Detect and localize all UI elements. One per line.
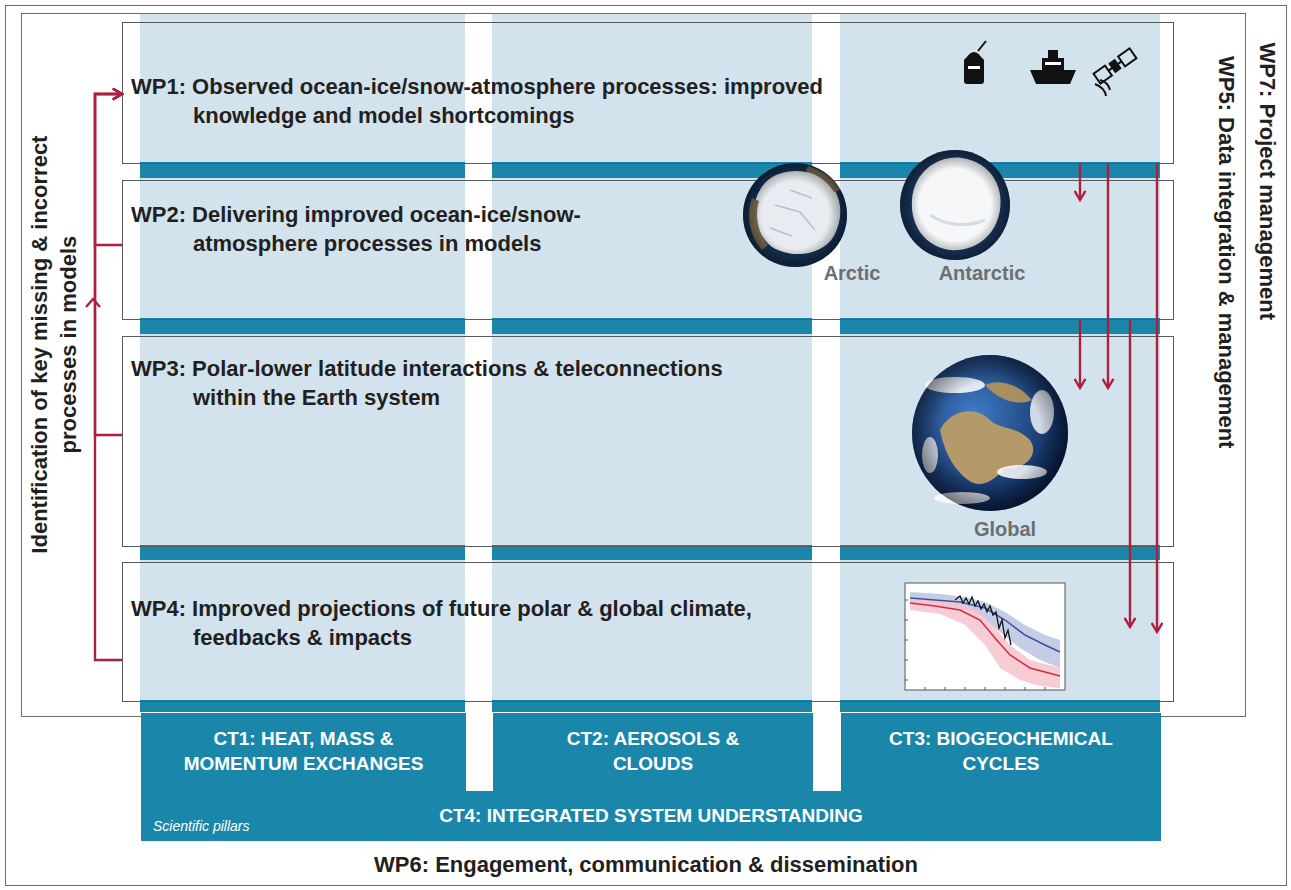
loop-label: Identification of key missing & incorrec… <box>26 105 83 585</box>
arctic-globe <box>743 163 847 267</box>
buoy-icon <box>966 52 982 58</box>
projection-chart <box>905 600 1045 690</box>
pillar-strip <box>840 545 1160 560</box>
pillar-band: CT4: INTEGRATED SYSTEM UNDERSTANDING Scie… <box>141 713 1161 841</box>
antarctic-globe <box>900 150 1010 260</box>
work-package-title: WP1: Observed ocean-ice/snow-atmosphere … <box>131 73 911 130</box>
pillar-title: CT3: BIOGEOCHEMICAL CYCLES <box>868 727 1134 776</box>
feedback-arrow <box>1079 320 1081 388</box>
region-label: Global <box>974 518 1036 541</box>
work-package-title: WP3: Polar-lower latitude interactions &… <box>131 355 761 412</box>
loop-arrowhead <box>86 299 100 307</box>
feedback-arrow <box>1156 164 1158 632</box>
satellite-icon <box>1118 48 1136 66</box>
feedback-arrow <box>1107 164 1109 388</box>
projection-chart <box>905 583 1065 690</box>
work-package-footer: WP6: Engagement, communication & dissemi… <box>374 852 918 877</box>
frame-title: WP7: Project management <box>1254 42 1280 320</box>
ship-icon <box>1045 62 1061 65</box>
earth-globe <box>912 355 1068 511</box>
projection-chart <box>910 598 1060 688</box>
pillar-box: CT2: AEROSOLS & CLOUDS <box>493 713 813 791</box>
region-label: Arctic <box>824 262 881 285</box>
pillar-title: CT2: AEROSOLS & CLOUDS <box>547 727 759 776</box>
work-package-frame: WP7: Project management WP5: Data integra… <box>5 5 1287 886</box>
ship-icon <box>1030 50 1076 84</box>
pillar-box: CT3: BIOGEOCHEMICAL CYCLES <box>841 713 1161 791</box>
work-package-box: WP2: Delivering improved ocean-ice/snow-… <box>122 180 1174 320</box>
pillar-box: CT1: HEAT, MASS & MOMENTUM EXCHANGES <box>141 713 466 791</box>
frame-title: WP5: Data integration & management <box>1213 56 1239 448</box>
pillar-strip <box>840 318 1160 334</box>
satellite-icon <box>1094 48 1137 83</box>
pillar-gap <box>813 713 841 791</box>
pillar-strip <box>140 545 465 560</box>
pillar-caption: Scientific pillars <box>153 818 249 835</box>
projection-chart <box>905 583 1065 690</box>
feedback-arrow <box>1079 164 1081 200</box>
earth-globe <box>912 355 1068 511</box>
buoy-icon <box>978 41 986 51</box>
pillar-strip <box>492 545 812 560</box>
work-package-title: WP2: Delivering improved ocean-ice/snow-… <box>131 201 631 258</box>
work-package-box: WP1: Observed ocean-ice/snow-atmosphere … <box>122 22 1174 164</box>
work-package-title: WP4: Improved projections of future pola… <box>131 595 811 652</box>
feedback-arrow <box>1129 320 1131 627</box>
antarctic-globe <box>900 150 1010 260</box>
ship-icon <box>1030 70 1076 84</box>
satellite-icon <box>1108 59 1121 73</box>
projection-chart <box>955 596 1011 645</box>
pillar-band-title: CT4: INTEGRATED SYSTEM UNDERSTANDING <box>439 805 863 828</box>
ship-icon <box>1042 58 1064 70</box>
ship-icon <box>1048 50 1058 58</box>
pillar-strip <box>140 162 465 178</box>
pillar-column <box>840 14 1160 712</box>
buoy-icon <box>964 58 984 84</box>
feedback-arrow <box>95 94 122 660</box>
pillar-title: CT1: HEAT, MASS & MOMENTUM EXCHANGES <box>173 727 435 776</box>
satellite-icon <box>1095 84 1106 96</box>
feedback-arrow <box>95 94 122 435</box>
earth-globe <box>912 355 1068 511</box>
satellite-icon <box>1094 48 1137 96</box>
buoy-icon <box>968 66 980 69</box>
antarctic-globe <box>900 150 1010 260</box>
buoy-icon <box>964 41 986 84</box>
projection-chart <box>910 603 1060 676</box>
pillar-gap <box>466 713 493 791</box>
arctic-globe <box>743 163 847 267</box>
pillar-strip <box>140 318 465 334</box>
pillar-strip <box>492 318 812 334</box>
region-label: Antarctic <box>939 262 1026 285</box>
arctic-globe <box>743 163 847 267</box>
feedback-arrow <box>95 94 122 245</box>
